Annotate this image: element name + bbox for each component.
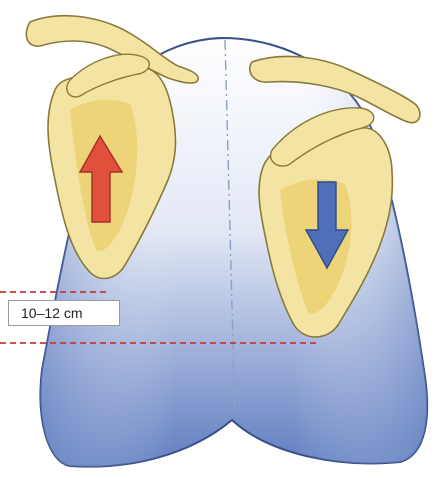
measurement-text: 10–12 cm: [21, 305, 82, 321]
measurement-label: 10–12 cm: [8, 300, 120, 326]
